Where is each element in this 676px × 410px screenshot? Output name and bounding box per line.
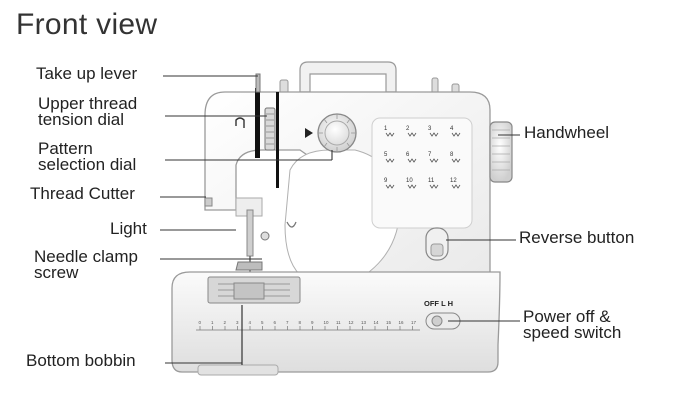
pattern-number: 7 bbox=[428, 152, 432, 158]
ruler-number: 12 bbox=[349, 320, 355, 325]
pattern-number: 5 bbox=[384, 152, 388, 158]
label-pattern-selection-dial: Pattern selection dial bbox=[38, 139, 137, 174]
ruler-number: 1 bbox=[211, 320, 214, 325]
ruler-number: 4 bbox=[249, 320, 252, 325]
stitch-pattern-icon bbox=[429, 132, 439, 137]
pattern-number: 3 bbox=[428, 126, 432, 132]
pattern-dial-ridges bbox=[318, 114, 356, 152]
thread-path-right bbox=[276, 92, 279, 188]
pattern-number: 2 bbox=[406, 126, 410, 132]
label-pattern-line1: Pattern bbox=[38, 139, 93, 158]
feed-dog bbox=[233, 282, 265, 300]
pattern-number: 8 bbox=[450, 152, 454, 158]
tension-dial-ridges bbox=[266, 113, 274, 145]
thread-cutter[interactable] bbox=[204, 197, 213, 207]
label-upper-thread-line1: Upper thread bbox=[38, 94, 138, 113]
pattern-number: 11 bbox=[428, 178, 435, 184]
ruler-number: 5 bbox=[261, 320, 264, 325]
label-bottom-bobbin: Bottom bobbin bbox=[26, 351, 136, 370]
handwheel-ridges bbox=[492, 129, 510, 171]
thread-guide-hook bbox=[235, 117, 245, 128]
stitch-pattern-icon bbox=[385, 184, 395, 189]
take-up-lever[interactable] bbox=[255, 73, 261, 93]
label-light: Light bbox=[110, 219, 147, 238]
label-pattern-line2: selection dial bbox=[38, 155, 137, 174]
stitch-pattern-icon bbox=[407, 184, 417, 189]
label-reverse-button: Reverse button bbox=[519, 228, 635, 247]
diagram-title: Front view bbox=[16, 8, 158, 41]
stitch-pattern-icon bbox=[385, 158, 395, 163]
stitch-pattern-icon bbox=[451, 158, 461, 163]
power-switch-knob[interactable] bbox=[431, 315, 443, 327]
ruler-number: 9 bbox=[311, 320, 314, 325]
stitch-pattern-icon bbox=[451, 184, 461, 189]
needle-bar bbox=[246, 209, 254, 257]
presser-foot bbox=[235, 261, 263, 271]
ruler-number: 8 bbox=[299, 320, 302, 325]
ruler-number: 16 bbox=[399, 320, 405, 325]
ruler-number: 11 bbox=[336, 320, 341, 325]
label-needle-clamp-screw: Needle clamp screw bbox=[34, 247, 138, 282]
label-upper-thread-line2: tension dial bbox=[38, 110, 125, 129]
switch-markings: OFF L H bbox=[424, 299, 453, 308]
label-handwheel: Handwheel bbox=[524, 123, 610, 142]
carry-handle bbox=[299, 61, 397, 93]
pattern-selection-dial[interactable] bbox=[317, 113, 357, 153]
handwheel[interactable] bbox=[489, 121, 513, 183]
base-foot-left bbox=[197, 364, 279, 376]
ruler-number: 17 bbox=[411, 320, 417, 325]
pattern-dial-inner bbox=[324, 120, 350, 146]
dial-pointer-arrow bbox=[305, 128, 313, 138]
pattern-number: 4 bbox=[450, 126, 454, 132]
label-needle-clamp-line2: screw bbox=[34, 263, 79, 282]
stitch-pattern-icon bbox=[407, 158, 417, 163]
upper-thread-tension-dial[interactable] bbox=[264, 107, 276, 151]
switch-marking-text: OFF L H bbox=[424, 299, 453, 308]
label-needle-clamp-line1: Needle clamp bbox=[34, 247, 138, 266]
pattern-number: 12 bbox=[450, 178, 457, 184]
ruler-number: 3 bbox=[236, 320, 239, 325]
reverse-button-slot bbox=[430, 243, 444, 257]
pattern-number: 9 bbox=[384, 178, 388, 184]
label-thread-cutter: Thread Cutter bbox=[30, 184, 135, 203]
ruler-number: 13 bbox=[361, 320, 367, 325]
ruler-number: 2 bbox=[224, 320, 227, 325]
label-upper-thread-tension-dial: Upper thread tension dial bbox=[38, 94, 138, 129]
needle-clamp-screw[interactable] bbox=[260, 231, 270, 241]
ruler-number: 0 bbox=[199, 320, 202, 325]
ruler-number: 7 bbox=[286, 320, 289, 325]
pattern-number: 6 bbox=[406, 152, 410, 158]
stitch-pattern-icon bbox=[385, 132, 395, 137]
pattern-panel bbox=[371, 117, 473, 229]
pattern-number: 1 bbox=[384, 126, 388, 132]
pattern-number: 10 bbox=[406, 178, 413, 184]
stitch-pattern-icon bbox=[451, 132, 461, 137]
stitch-pattern-icon bbox=[429, 158, 439, 163]
label-take-up-lever: Take up lever bbox=[36, 64, 138, 83]
ruler-number: 14 bbox=[374, 320, 380, 325]
thread-loop-hook bbox=[286, 221, 297, 228]
thread-path-left bbox=[255, 88, 260, 158]
label-power-line1: Power off & bbox=[523, 307, 611, 326]
label-power-off-speed-switch: Power off & speed switch bbox=[523, 307, 622, 342]
ruler-number: 6 bbox=[274, 320, 277, 325]
leader-lines bbox=[160, 75, 520, 364]
stitch-pattern-icon bbox=[429, 184, 439, 189]
label-power-line2: speed switch bbox=[523, 323, 622, 342]
ruler-number: 10 bbox=[324, 320, 330, 325]
stitch-pattern-icon bbox=[407, 132, 417, 137]
ruler-number: 15 bbox=[386, 320, 392, 325]
